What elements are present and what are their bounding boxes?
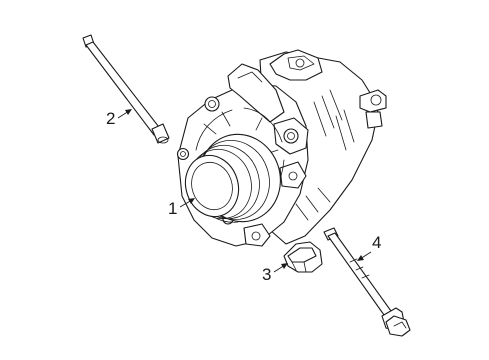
callout-label-3: 3 [262, 265, 271, 284]
callout-3: 3 [262, 263, 288, 284]
callout-4: 4 [357, 233, 381, 261]
stud-part [82, 34, 170, 144]
callout-label-4: 4 [372, 233, 381, 252]
bolt-part [323, 227, 411, 337]
nut-part [283, 241, 323, 273]
callout-1: 1 [168, 198, 195, 218]
callout-label-2: 2 [106, 109, 115, 128]
alternator-part [176, 49, 387, 247]
callout-label-1: 1 [168, 199, 177, 218]
callout-2: 2 [106, 109, 132, 128]
